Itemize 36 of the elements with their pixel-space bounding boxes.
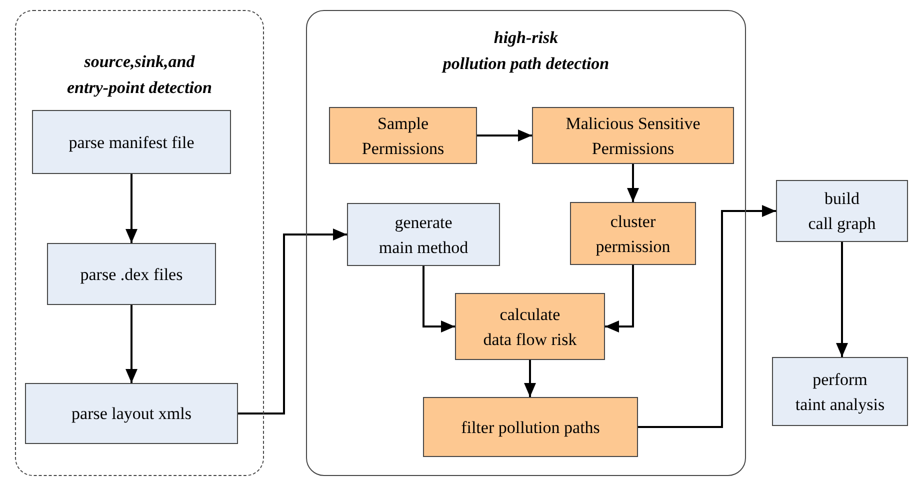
step-label: build call graph xyxy=(807,188,877,235)
process-box xyxy=(776,180,908,242)
step-label: generate main method xyxy=(378,212,470,258)
arrow xyxy=(638,205,776,428)
arrow xyxy=(627,164,639,202)
group-panel xyxy=(306,10,746,476)
process-box xyxy=(347,203,500,266)
process-box xyxy=(329,107,477,164)
step-label: Malicious Sensitive Permissions xyxy=(564,112,702,160)
step-label: parse .dex files xyxy=(79,264,184,286)
arrow xyxy=(126,174,138,243)
process-box xyxy=(47,243,216,305)
process-box xyxy=(32,110,231,174)
arrow xyxy=(238,228,347,414)
step-label: Sample Permissions xyxy=(360,112,446,160)
arrow xyxy=(836,242,848,357)
arrow xyxy=(605,265,634,332)
arrow xyxy=(126,305,138,383)
process-box xyxy=(532,107,734,164)
step-label: calculate data flow risk xyxy=(482,304,578,350)
process-box xyxy=(455,293,605,360)
process-box xyxy=(423,397,638,457)
group-panel xyxy=(15,10,264,476)
arrow xyxy=(477,130,532,142)
arrow xyxy=(524,360,536,397)
process-box xyxy=(570,202,696,265)
arrow xyxy=(422,266,455,332)
step-label: parse manifest file xyxy=(68,132,196,154)
process-box xyxy=(25,383,238,444)
process-box xyxy=(772,357,908,426)
group-heading: high-risk pollution path detection xyxy=(440,27,610,75)
step-label: filter pollution paths xyxy=(460,416,601,439)
step-label: parse layout xmls xyxy=(70,403,192,425)
group-heading: source,sink,and entry-point detection xyxy=(66,51,213,99)
step-label: perform taint analysis xyxy=(794,368,886,416)
step-label: cluster permission xyxy=(594,210,672,258)
